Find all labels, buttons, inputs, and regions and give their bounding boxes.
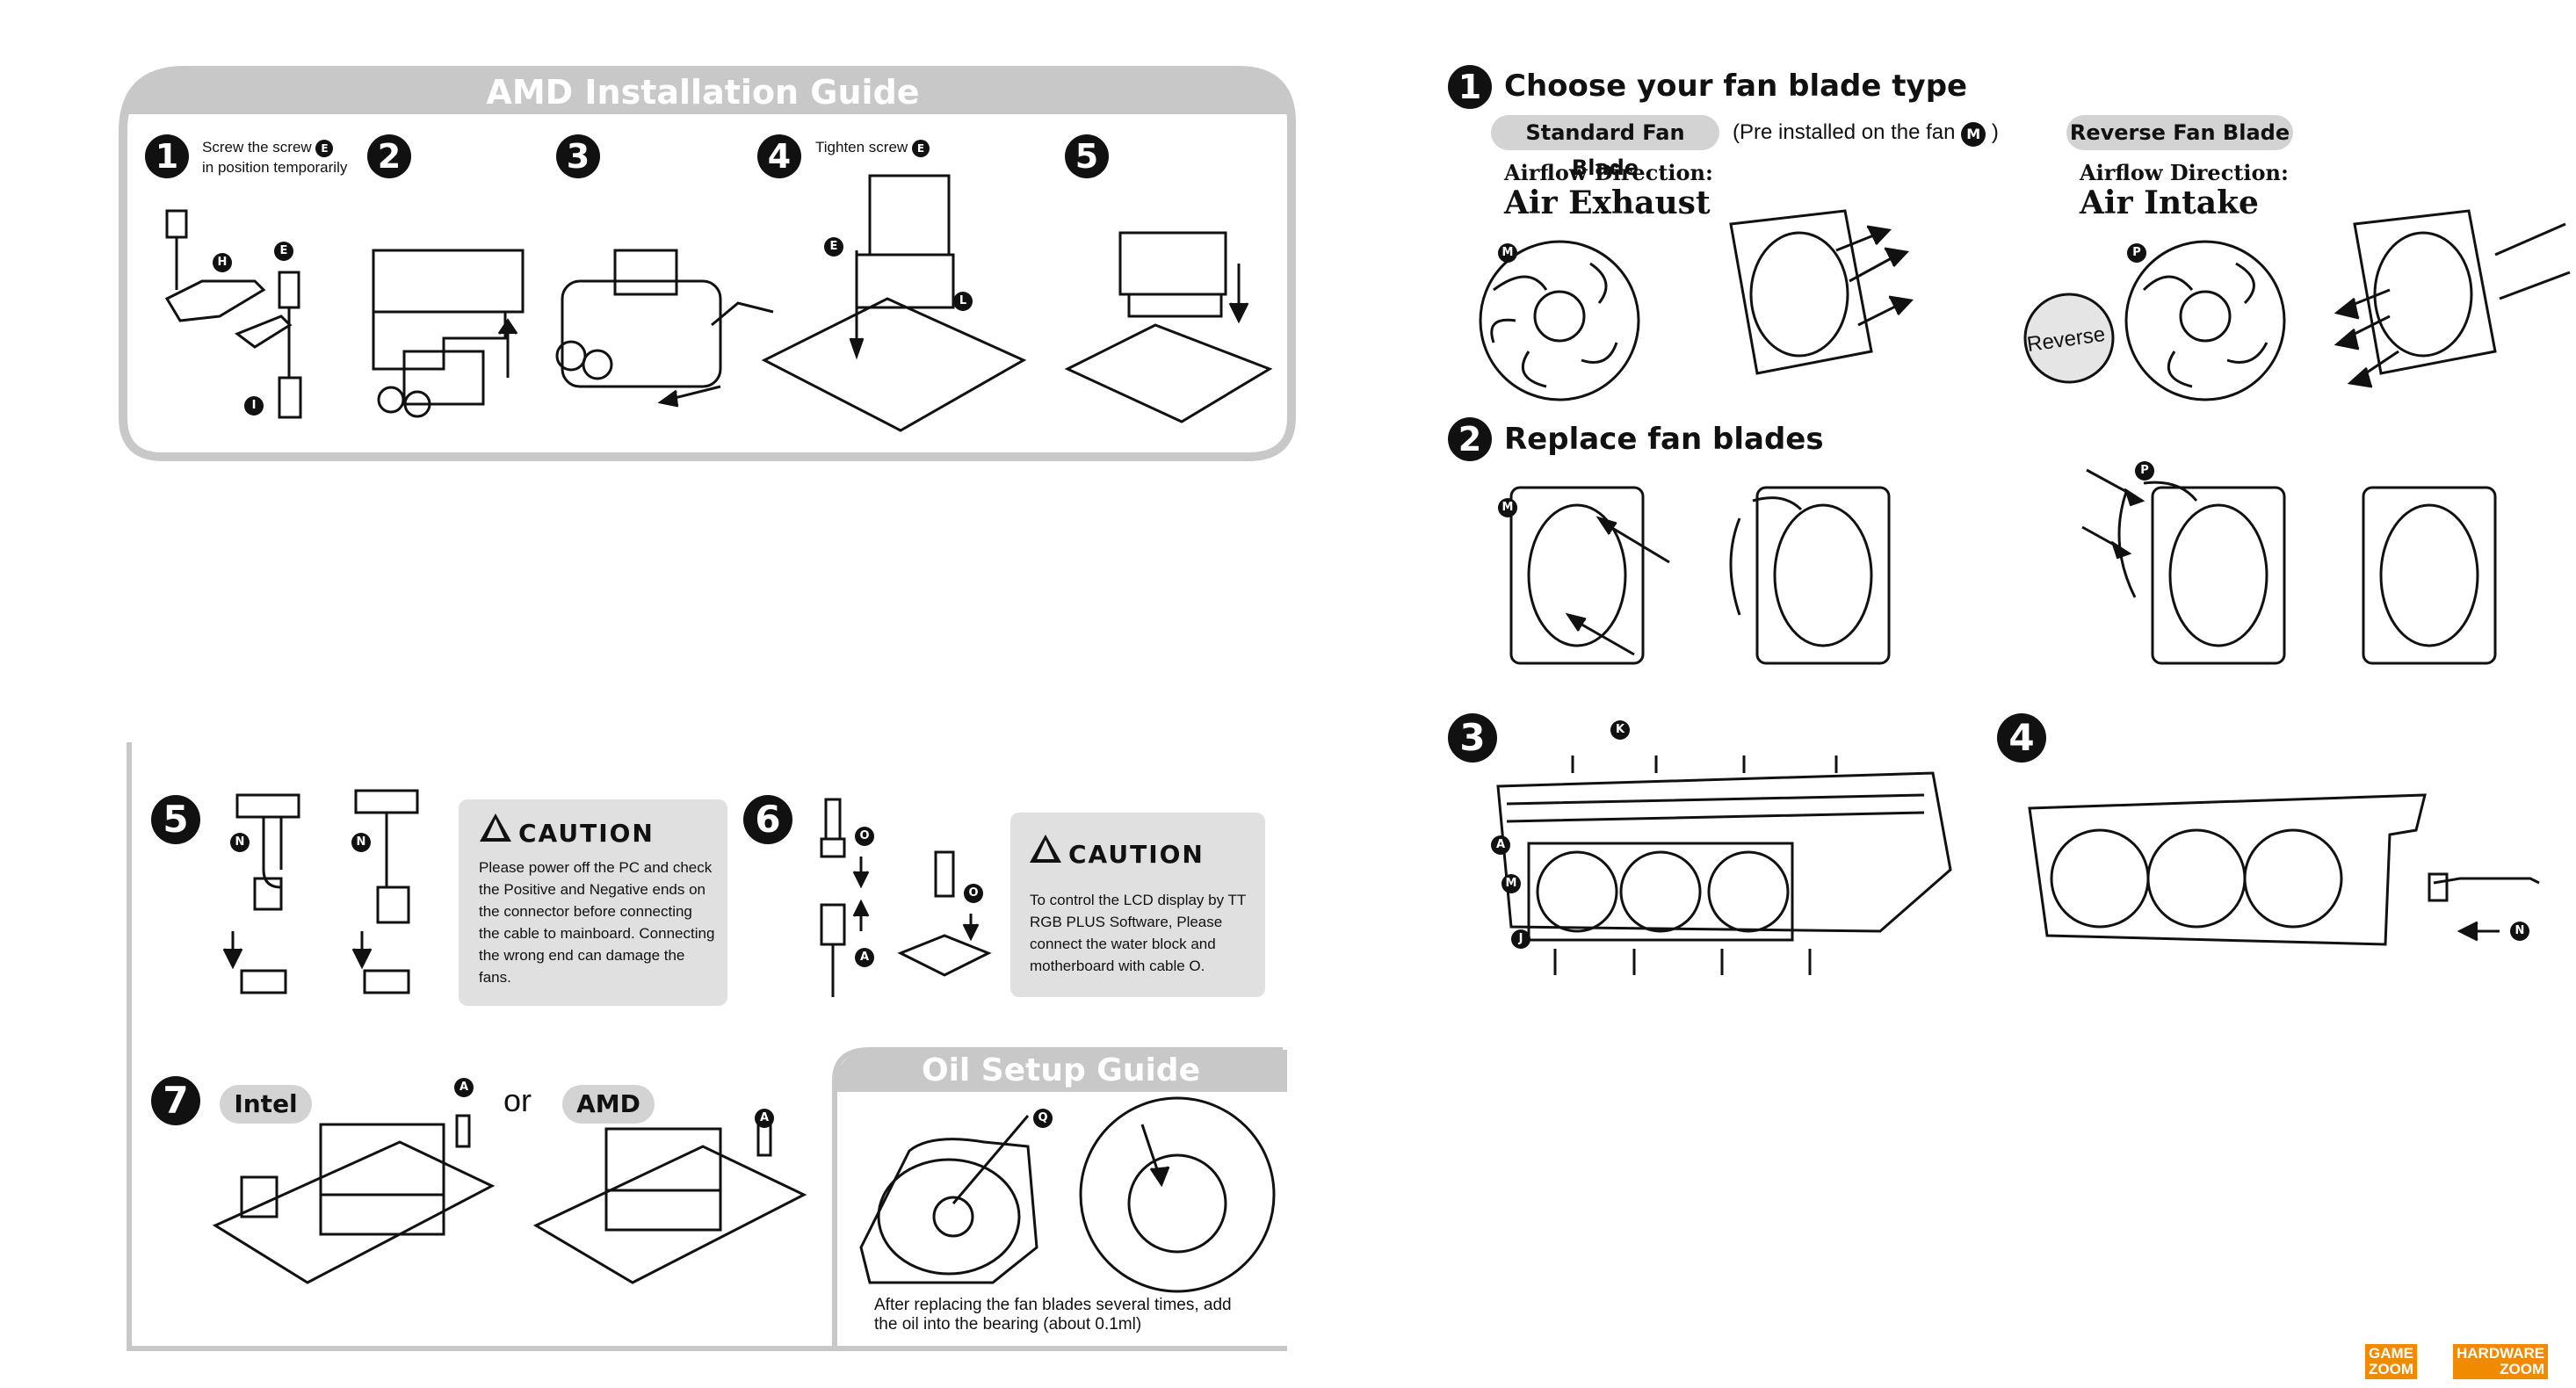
reverse-tag-circle bbox=[2023, 293, 2115, 384]
motherboard-step5 bbox=[1064, 231, 1273, 423]
caution-text-1: Please power off the PC and check the Po… bbox=[479, 859, 715, 986]
amd-step-4: 4 bbox=[757, 134, 801, 178]
label-e: E bbox=[274, 242, 293, 261]
label-e-inline-2: E bbox=[911, 140, 930, 157]
replace-fan-3 bbox=[2081, 468, 2286, 665]
or-text: or bbox=[503, 1082, 532, 1118]
reverse-blade-pill: Reverse Fan Blade bbox=[2066, 115, 2293, 150]
warning-icon-2 bbox=[1030, 835, 1061, 863]
amd-board bbox=[532, 1123, 807, 1284]
label-n-2: N bbox=[351, 833, 371, 852]
standard-blade-pill: Standard Fan Blade bbox=[1491, 115, 1719, 180]
air-intake-text: Air Intake bbox=[2080, 184, 2259, 221]
amd-guide-title: AMD Installation Guide bbox=[486, 73, 920, 112]
label-h: H bbox=[213, 253, 232, 272]
step4-note-text: Tighten screw bbox=[815, 139, 908, 155]
waterblock-step3 bbox=[555, 249, 774, 408]
label-o-1: O bbox=[855, 827, 874, 846]
right-step-4-number: 4 bbox=[1997, 713, 2046, 763]
watermark-hardware-zoom: HARDWARE ZOOM bbox=[2453, 1344, 2549, 1379]
label-k: K bbox=[1610, 720, 1630, 740]
waterblock-step2 bbox=[372, 249, 525, 418]
standard-fan-illustration bbox=[1729, 209, 1914, 375]
label-q: Q bbox=[1033, 1109, 1053, 1128]
label-m-blade: M bbox=[1498, 243, 1517, 263]
amd-step-3: 3 bbox=[556, 134, 600, 178]
lower-frame bbox=[127, 742, 1287, 1351]
label-a-intel: A bbox=[454, 1078, 474, 1097]
preinstalled-text: (Pre installed on the fan bbox=[1733, 120, 1956, 144]
amd-step-1: 1 bbox=[145, 134, 189, 178]
watermark-game-zoom: GAME ZOOM bbox=[2365, 1344, 2417, 1379]
oil-guide-title: Oil Setup Guide bbox=[921, 1052, 1200, 1088]
label-j: J bbox=[1511, 929, 1530, 949]
label-n-cable: N bbox=[2510, 922, 2529, 941]
warning-icon bbox=[480, 813, 511, 842]
preinstalled-note: (Pre installed on the fan M ) bbox=[1733, 120, 1999, 147]
step-5-number: 5 bbox=[151, 795, 200, 844]
label-p-blade: P bbox=[2127, 243, 2146, 263]
reverse-blade-illustration bbox=[2124, 240, 2286, 401]
motherboard-step4 bbox=[761, 174, 1027, 432]
assembled-radiator bbox=[2028, 793, 2540, 946]
label-a-1: A bbox=[855, 948, 874, 967]
connector-step5 bbox=[222, 789, 419, 994]
step4-note: Tighten screw E bbox=[815, 138, 930, 157]
label-m-inline: M bbox=[1961, 122, 1986, 147]
airflow-label-standard: Airflow Direction: bbox=[1504, 160, 1713, 185]
intel-board bbox=[212, 1114, 496, 1284]
label-e-step4: E bbox=[824, 237, 843, 257]
oil-guide-banner bbox=[835, 1050, 1287, 1092]
step-7-number: 7 bbox=[151, 1076, 200, 1125]
air-exhaust-text: Air Exhaust bbox=[1504, 184, 1711, 221]
airflow-label-reverse: Airflow Direction: bbox=[2080, 160, 2289, 185]
label-p-replace: P bbox=[2135, 461, 2154, 481]
oil-guide-text: After replacing the fan blades several t… bbox=[874, 1296, 1232, 1334]
label-m-radiator: M bbox=[1501, 874, 1521, 893]
amd-step-2: 2 bbox=[367, 134, 411, 178]
preinstalled-end: ) bbox=[1991, 120, 1999, 144]
right-step-3-number: 3 bbox=[1448, 713, 1497, 763]
caution-title-2: CAUTION bbox=[1068, 840, 1205, 869]
replace-fan-4 bbox=[2362, 486, 2497, 665]
label-a-amd: A bbox=[755, 1109, 774, 1128]
label-n-1: N bbox=[230, 833, 250, 852]
label-a-radiator: A bbox=[1491, 835, 1510, 855]
label-i: I bbox=[244, 396, 264, 416]
step1-note: Screw the screw E bbox=[202, 138, 334, 157]
right-step-2-number: 2 bbox=[1448, 417, 1492, 461]
amd-pill: AMD bbox=[562, 1085, 655, 1124]
bracket-illustration bbox=[164, 209, 302, 419]
step1-note-text: Screw the screw bbox=[202, 139, 312, 155]
oil-fan-illustration bbox=[859, 1096, 1276, 1293]
step1-note-2: in position temporarily bbox=[202, 159, 348, 176]
replace-blades-title: Replace fan blades bbox=[1504, 422, 1824, 457]
reverse-fan-illustration bbox=[2334, 209, 2571, 388]
replace-fan-1 bbox=[1509, 486, 1670, 665]
step-6-number: 6 bbox=[743, 795, 792, 844]
label-l: L bbox=[953, 292, 973, 311]
cable-step6 bbox=[820, 798, 992, 997]
standard-blade-illustration bbox=[1479, 240, 1640, 401]
label-o-2: O bbox=[964, 884, 983, 903]
right-step-1-number: 1 bbox=[1448, 65, 1492, 109]
radiator-assembly bbox=[1496, 755, 1952, 975]
intel-pill: Intel bbox=[220, 1085, 312, 1124]
choose-blade-title: Choose your fan blade type bbox=[1504, 69, 1968, 104]
amd-guide-banner bbox=[123, 70, 1292, 114]
label-m-replace: M bbox=[1498, 498, 1517, 517]
amd-step-5: 5 bbox=[1065, 134, 1109, 178]
caution-text-2: To control the LCD display by TT RGB PLU… bbox=[1030, 892, 1246, 974]
amd-guide-frame bbox=[119, 66, 1296, 461]
caution-title-1: CAUTION bbox=[518, 819, 655, 848]
label-e-inline: E bbox=[315, 140, 334, 157]
replace-fan-2 bbox=[1729, 486, 1891, 665]
